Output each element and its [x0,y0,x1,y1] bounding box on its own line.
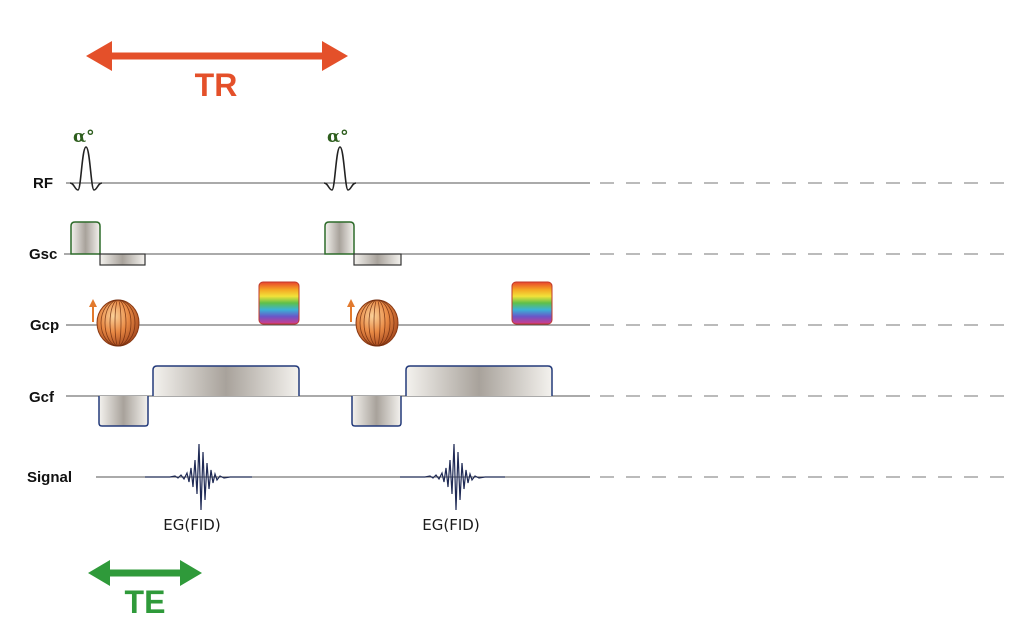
tr-label: TR [195,67,238,103]
row-label-gsc: Gsc [29,246,57,263]
gcp-rewinder-2 [511,281,553,325]
gsc-lobes-1 [70,221,146,266]
signal-echo-1 [145,443,252,511]
alpha-label-1: α° [73,127,95,147]
echo-caption-2: EG(FID) [422,516,479,534]
alpha-label-2: α° [327,127,349,147]
gcp-phase-sphere-1 [96,299,140,347]
echo-caption-1: EG(FID) [163,516,220,534]
dashed-continuations [600,182,1010,478]
row-label-gcp: Gcp [30,317,59,334]
rf-pulse-2 [323,146,357,191]
gcp-phase-arrow-2 [347,299,355,322]
rf-pulse-1 [69,146,103,191]
gcf-lobes-1 [98,365,300,427]
te-arrow [88,560,202,586]
te-label: TE [125,584,166,620]
row-label-rf: RF [33,175,53,192]
signal-echo-2 [400,443,505,511]
row-label-signal: Signal [27,469,72,486]
tr-arrow [86,41,348,71]
gcf-lobes-2 [351,365,553,427]
gcp-phase-sphere-2 [355,299,399,347]
gsc-lobes-2 [324,221,402,266]
gcp-rewinder-1 [258,281,300,325]
gcp-phase-arrow-1 [89,299,97,322]
row-label-gcf: Gcf [29,389,55,406]
